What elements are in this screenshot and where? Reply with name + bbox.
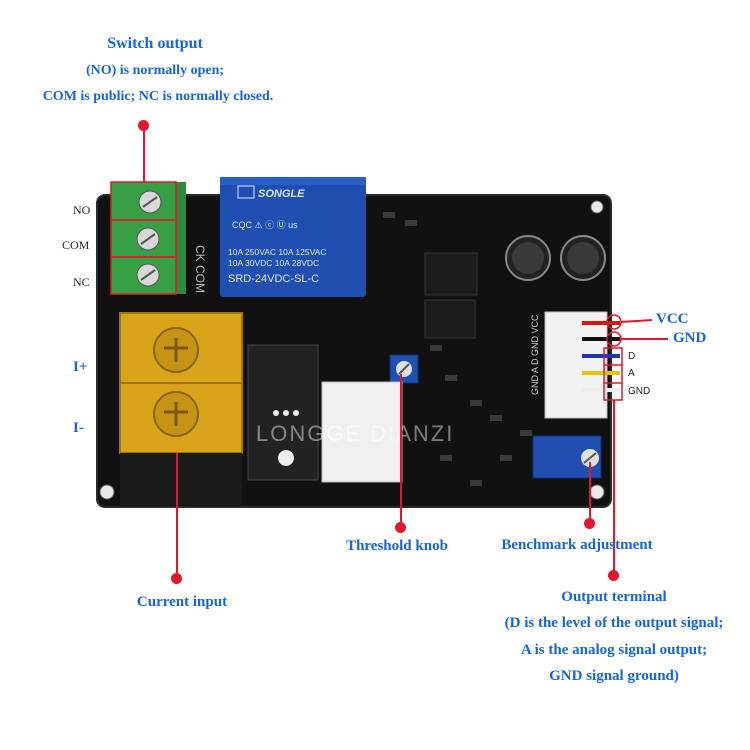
output-terminal-marker [608, 570, 619, 581]
svg-text:CK COM: CK COM [193, 245, 207, 293]
vcc-label: VCC [656, 311, 689, 327]
terminal-label-nc: NC [73, 275, 90, 289]
watermark: LONGGE DIANZI [256, 421, 454, 446]
benchmark-marker [584, 518, 595, 529]
switch-output-line1: (NO) is normally open; [85, 63, 225, 78]
pin-label-d: D [628, 351, 636, 362]
mounting-hole [99, 484, 115, 500]
current-input-label: Current input [136, 594, 228, 610]
benchmark-adjustment-label: Benchmark adjustment [501, 537, 653, 553]
switch-output-title: Switch output [107, 35, 203, 52]
relay-rating-1: 10A 250VAC 10A 125VAC [228, 247, 326, 257]
switch-output-marker [138, 120, 149, 131]
current-label-minus: I- [73, 420, 84, 436]
relay-brand: SONGLE [258, 188, 305, 200]
threshold-knob-label: Threshold knob [346, 538, 448, 554]
switch-output-line2: COM is public; NC is normally closed. [42, 89, 274, 104]
output-terminal-line2: A is the analog signal output; [520, 642, 708, 658]
mounting-hole [589, 484, 605, 500]
output-terminal-title: Output terminal [561, 589, 667, 605]
relay-rating-2: 10A 30VDC 10A 28VDC [228, 258, 319, 268]
pin-label-gnd: GND [628, 386, 651, 397]
relay-model: SRD-24VDC-SL-C [228, 273, 319, 285]
gnd-power-label: GND [673, 330, 707, 346]
current-input-marker [171, 573, 182, 584]
relay [220, 177, 366, 297]
current-label-plus: I+ [73, 359, 88, 375]
pin-label-a: A [628, 368, 635, 379]
output-terminal-line3: GND signal ground) [549, 668, 679, 684]
terminal-label-com: COM [62, 238, 90, 252]
output-connector [544, 311, 608, 419]
svg-text:CQC ⚠ ⓒ Ⓤ us: CQC ⚠ ⓒ Ⓤ us [232, 220, 298, 230]
threshold-knob-marker [395, 522, 406, 533]
output-terminal-line1: (D is the level of the output signal; [504, 615, 724, 631]
terminal-label-no: NO [73, 203, 91, 217]
mounting-hole [590, 200, 604, 214]
svg-text:GND A D GND VCC: GND A D GND VCC [530, 314, 540, 395]
